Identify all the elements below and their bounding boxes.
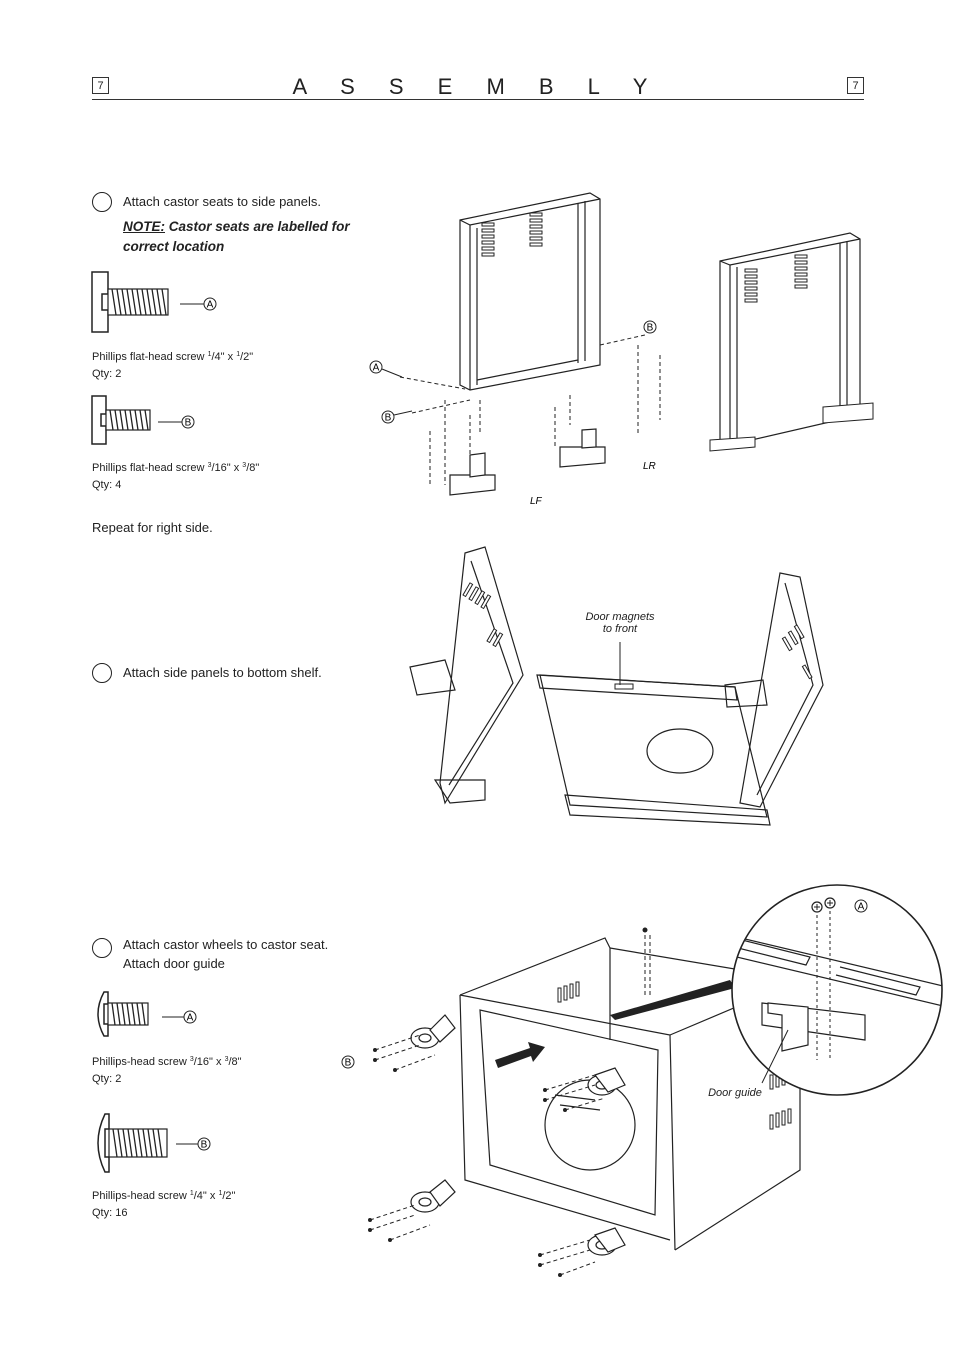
step-2-instruction: Attach side panels to bottom shelf. bbox=[123, 665, 322, 680]
step-3-circle bbox=[92, 938, 112, 958]
svg-text:B: B bbox=[385, 413, 392, 424]
svg-text:B: B bbox=[185, 418, 192, 429]
door-guide-label: Door guide bbox=[708, 1087, 762, 1099]
svg-text:A: A bbox=[858, 902, 865, 913]
svg-text:B: B bbox=[647, 323, 654, 334]
step-1-circle bbox=[92, 192, 112, 212]
svg-text:A: A bbox=[187, 1013, 194, 1024]
step-3-screw-a-caption: Phillips-head screw 3/16" x 3/8" Qty: 2 bbox=[92, 1056, 242, 1085]
flat-head-screw-b-icon: B bbox=[91, 395, 195, 445]
repeat-note: Repeat for right side. bbox=[92, 520, 213, 535]
pan-head-screw-b-icon: B bbox=[97, 1113, 211, 1173]
svg-text:A: A bbox=[373, 363, 380, 374]
side-panel-assembled-diagram bbox=[709, 232, 874, 452]
svg-text:LF: LF bbox=[530, 496, 543, 507]
castor-wheel-assembly-diagram: B bbox=[341, 927, 801, 1277]
bottom-shelf-assembly-diagram bbox=[409, 546, 824, 826]
pan-head-screw-a-icon: A bbox=[97, 991, 197, 1037]
svg-text:LR: LR bbox=[643, 461, 656, 472]
door-guide-detail-inset: A bbox=[731, 884, 943, 1096]
svg-text:A: A bbox=[207, 300, 214, 311]
page-number-right: 7 bbox=[847, 77, 864, 94]
step-1-instruction: Attach castor seats to side panels. bbox=[123, 194, 321, 209]
screw-b-caption: Phillips flat-head screw 3/16" x 3/8" Qt… bbox=[92, 462, 260, 491]
screw-a-caption: Phillips flat-head screw 1/4" x 1/2" Qty… bbox=[92, 351, 254, 380]
header-rule bbox=[92, 99, 864, 100]
step-3-instruction: Attach castor wheels to castor seat.Atta… bbox=[123, 937, 329, 971]
side-panel-exploded-diagram: A B B LR LF bbox=[369, 192, 661, 507]
flat-head-screw-a-icon: A bbox=[91, 271, 217, 333]
step-1-note: NOTE: Castor seats are labelled for corr… bbox=[123, 219, 350, 254]
page-title: A S S E M B L Y bbox=[292, 74, 662, 99]
page-number-left: 7 bbox=[92, 77, 109, 94]
step-3-screw-b-caption: Phillips-head screw 1/4" x 1/2" Qty: 16 bbox=[92, 1190, 236, 1219]
step-2-circle bbox=[92, 663, 112, 683]
svg-text:B: B bbox=[201, 1140, 208, 1151]
svg-text:B: B bbox=[345, 1058, 352, 1069]
